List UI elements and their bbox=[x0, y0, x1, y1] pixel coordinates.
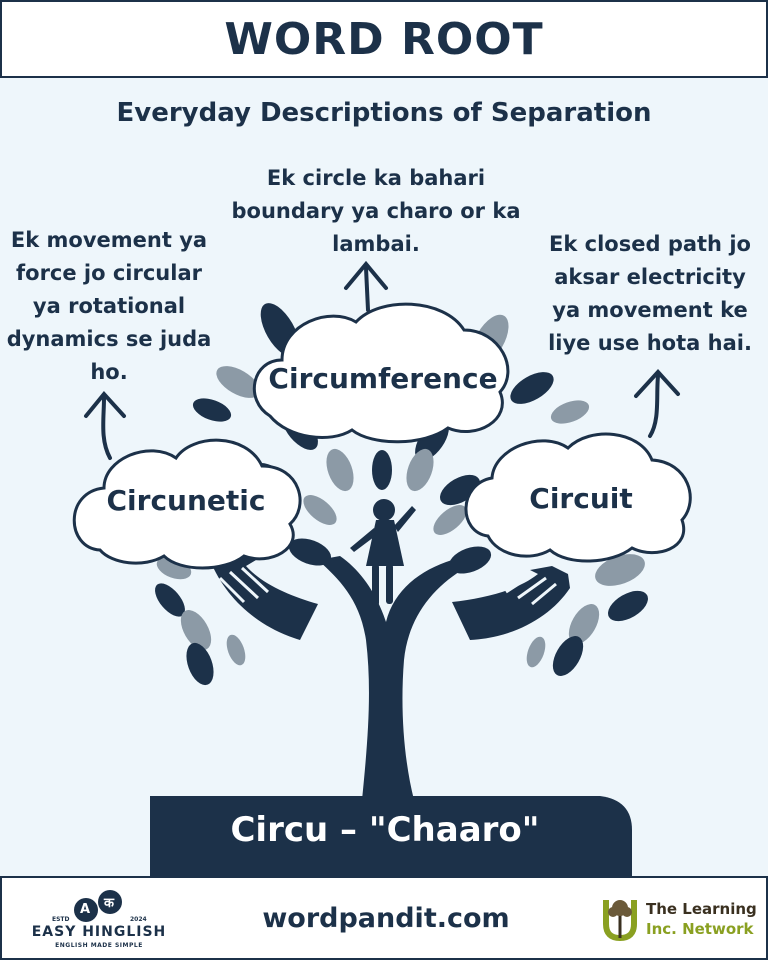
ground-mound bbox=[150, 796, 632, 878]
website-link[interactable]: wordpandit.com bbox=[262, 902, 510, 934]
tree-illustration bbox=[72, 260, 692, 878]
cloud-circumference bbox=[252, 302, 510, 444]
cloud-circunetic bbox=[72, 438, 302, 570]
subtitle: Everyday Descriptions of Separation bbox=[116, 98, 652, 128]
right-hand-icon bbox=[452, 566, 570, 640]
tree-logo-icon bbox=[603, 900, 637, 942]
title-banner: WORD ROOT bbox=[0, 0, 768, 78]
logo-line1: The Learning bbox=[646, 900, 757, 918]
tree-trunk bbox=[318, 556, 462, 800]
page-title: WORD ROOT bbox=[224, 13, 544, 65]
cloud-circuit bbox=[464, 432, 692, 563]
logo-tagline: ENGLISH MADE SIMPLE bbox=[55, 942, 143, 949]
description-circumference: Ek circle ka bahari boundary ya charo or… bbox=[231, 166, 521, 256]
word-circunetic: Circunetic bbox=[106, 484, 266, 517]
logo-glyph-ka: क bbox=[104, 896, 114, 911]
logo-year: 2024 bbox=[130, 916, 147, 923]
logo-name: EASY HINGLISH bbox=[31, 924, 167, 940]
root-word-label: Circu – "Chaaro" bbox=[230, 810, 540, 850]
logo-line2: Inc. Network bbox=[646, 920, 754, 938]
logo-glyph-a: A bbox=[80, 902, 91, 917]
footer: wordpandit.com A क ESTD 2024 EASY HINGLI… bbox=[0, 876, 768, 960]
logo-estd: ESTD bbox=[52, 916, 70, 923]
left-hand-icon bbox=[210, 552, 318, 640]
arrow-up-icon bbox=[344, 260, 388, 312]
word-circumference: Circumference bbox=[268, 362, 498, 395]
easy-hinglish-logo: A क ESTD 2024 EASY HINGLISH ENGLISH MADE… bbox=[24, 886, 174, 952]
speech-bubble-icon bbox=[74, 890, 122, 922]
arrow-up-icon bbox=[634, 369, 680, 438]
description-circuit: Ek closed path jo aksar electricity ya m… bbox=[548, 232, 752, 355]
word-circuit: Circuit bbox=[529, 482, 633, 515]
arrow-up-icon bbox=[84, 390, 126, 460]
description-circunetic: Ek movement ya force jo circular ya rota… bbox=[6, 228, 212, 384]
child-figure-icon bbox=[350, 499, 416, 606]
learning-inc-logo: The Learning Inc. Network bbox=[600, 894, 760, 946]
